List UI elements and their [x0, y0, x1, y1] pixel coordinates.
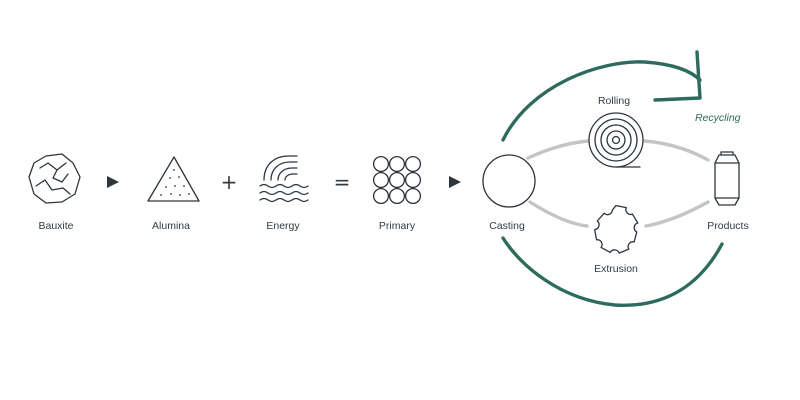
recycling-label: Recycling	[695, 112, 741, 124]
label-energy: Energy	[266, 220, 300, 232]
ingot-stack-icon	[372, 155, 422, 205]
coil-icon	[588, 112, 644, 168]
label-rolling: Rolling	[598, 95, 630, 107]
operator-equals: =	[334, 170, 351, 194]
arrow-primary-casting	[449, 176, 461, 188]
hydro-energy-icon	[259, 155, 309, 203]
can-icon	[714, 151, 740, 206]
operator-plus: +	[221, 170, 238, 194]
label-primary: Primary	[379, 220, 416, 232]
rock-icon	[28, 153, 81, 204]
powder-pile-icon	[147, 156, 200, 202]
step-extrusion: Extrusion	[594, 204, 639, 275]
step-products: Products	[707, 151, 749, 232]
label-casting: Casting	[489, 220, 525, 232]
label-bauxite: Bauxite	[38, 220, 73, 232]
step-energy: Energy	[259, 155, 309, 232]
recycling-arrowhead	[653, 50, 702, 102]
arrow-bauxite-alumina	[107, 176, 119, 188]
recycling-arc-top	[501, 60, 702, 142]
label-alumina: Alumina	[152, 220, 190, 232]
connector-rolling-products	[643, 139, 710, 162]
step-casting: Casting	[482, 154, 536, 232]
recycling-arc-bottom	[501, 236, 724, 307]
recycling-loop: Recycling	[501, 50, 741, 307]
casting-circle-icon	[482, 154, 536, 208]
connector-casting-rolling	[526, 139, 590, 160]
step-rolling: Rolling	[588, 95, 644, 168]
connector-casting-extrusion	[528, 200, 589, 228]
connector-extrusion-products	[644, 200, 710, 228]
label-extrusion: Extrusion	[594, 263, 638, 275]
connectors	[526, 139, 710, 228]
extrusion-die-icon	[594, 204, 639, 254]
step-primary: Primary	[372, 155, 422, 232]
step-alumina: Alumina	[147, 156, 200, 232]
step-bauxite: Bauxite	[28, 153, 81, 232]
label-products: Products	[707, 220, 748, 232]
